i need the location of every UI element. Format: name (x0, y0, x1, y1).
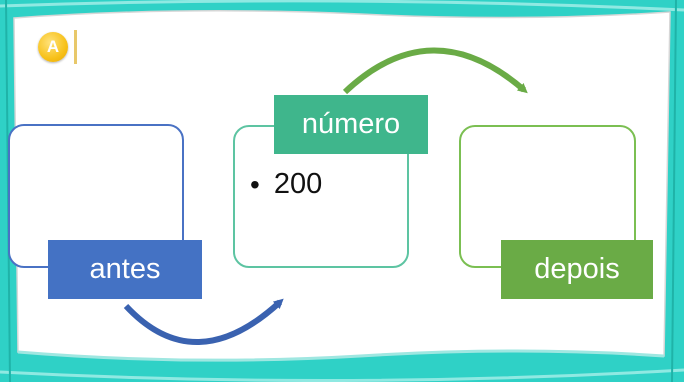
numero-value: 200 (273, 168, 323, 200)
badge-icon: A (38, 32, 68, 62)
numero-list-item: • 200 (250, 168, 322, 201)
label-numero: número (274, 95, 428, 154)
label-antes: antes (48, 240, 202, 299)
label-depois: depois (501, 240, 653, 299)
badge-bar (74, 30, 77, 64)
bullet-icon: • (250, 168, 260, 200)
badge-letter: A (46, 37, 60, 56)
